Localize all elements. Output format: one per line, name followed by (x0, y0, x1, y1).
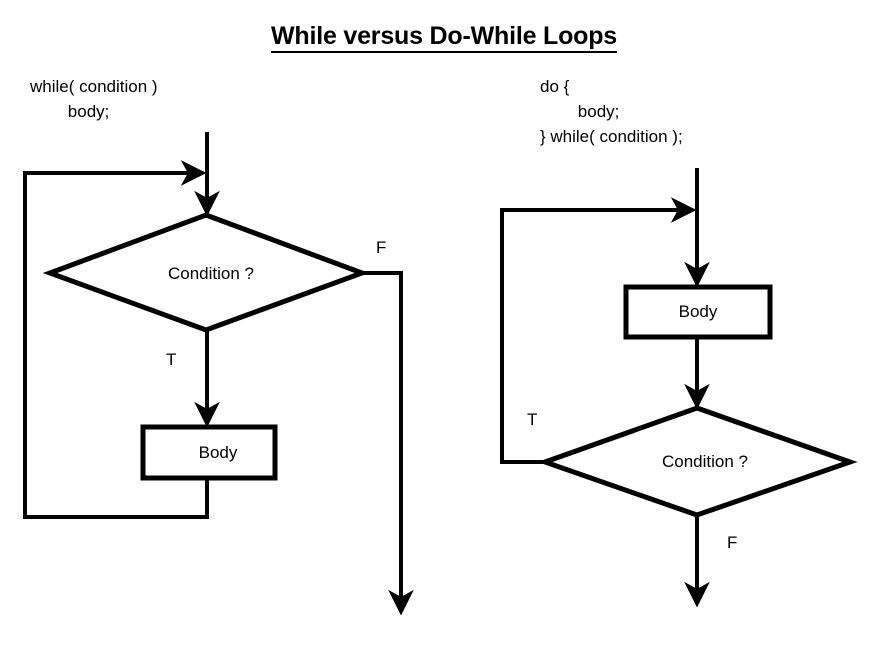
do-while-body-box (623, 284, 773, 340)
while-code-snippet: while( condition ) body; (30, 77, 158, 121)
while-false-branch-arrow (362, 271, 414, 616)
do-while-code-snippet: do { body; } while( condition ); (540, 77, 683, 146)
while-false-label: F (376, 238, 387, 257)
while-loopback-arrow (23, 160, 209, 519)
while-body-box (140, 424, 278, 481)
while-condition-label: Condition ? (167, 264, 254, 283)
page-title-text: While versus Do-While Loops (270, 22, 617, 53)
do-while-condition-label: Condition ? (661, 452, 748, 471)
while-flowchart (23, 132, 414, 616)
do-while-true-label: T (527, 410, 538, 429)
do-while-false-label: F (727, 533, 738, 552)
do-while-loopback-arrow (500, 197, 697, 464)
do-while-body-label: Body (678, 302, 718, 321)
page-title: While versus Do-While Loops (0, 22, 888, 53)
while-true-label: T (166, 350, 177, 369)
do-while-flowchart (500, 168, 858, 608)
while-body-label: Body (198, 443, 238, 462)
